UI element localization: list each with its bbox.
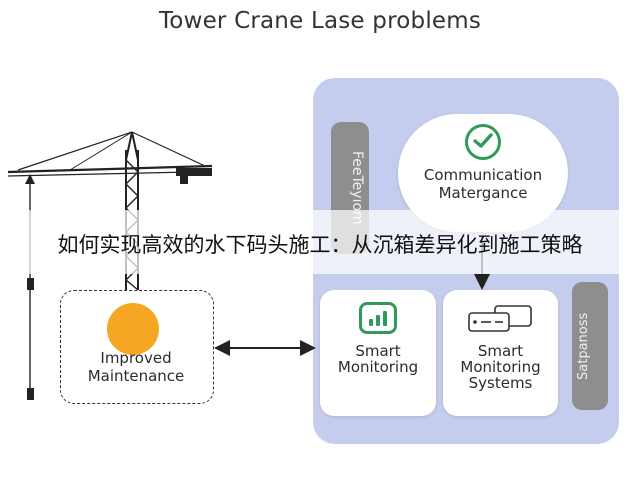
- monitor-icon: [468, 305, 532, 332]
- left-side-tab-label: FeeTeyıom: [349, 151, 365, 225]
- orange-dot-icon: [107, 303, 159, 355]
- caption-text: 如何实现高效的水下码头施工：从沉箱差异化到施工策略: [57, 233, 583, 257]
- bar-chart-icon: [359, 302, 397, 334]
- check-circle-icon: [465, 124, 501, 160]
- caption-overlay: [0, 210, 640, 274]
- right-side-tab: Satpanoss: [572, 282, 608, 410]
- diagram-title: Tower Crane Lase problems: [158, 8, 482, 34]
